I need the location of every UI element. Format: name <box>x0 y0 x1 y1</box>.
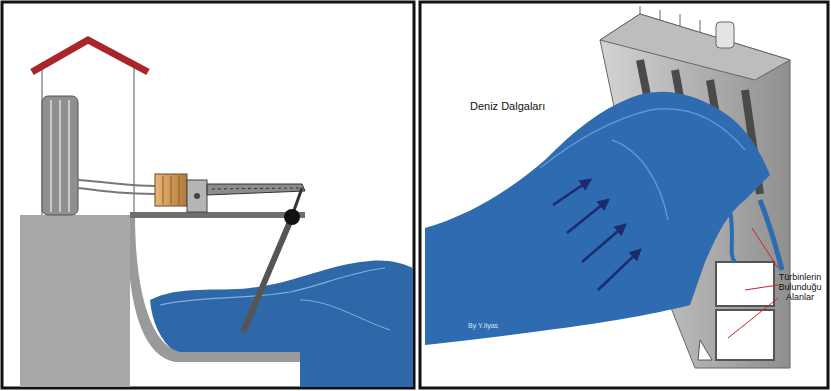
platform <box>130 212 305 218</box>
water-highlight <box>160 268 385 305</box>
panel-frame <box>2 2 414 388</box>
sea-wave <box>425 92 770 345</box>
right-panel <box>420 2 828 388</box>
ground-block <box>20 215 130 387</box>
battery <box>42 96 78 215</box>
cap <box>716 22 734 48</box>
water <box>150 260 413 387</box>
flow-arrows <box>553 180 640 290</box>
leader-lines <box>728 228 778 338</box>
left-panel <box>2 2 414 388</box>
pivot <box>284 209 300 225</box>
annotation-label: Türbinlerin Bulunduğu Alanlar <box>772 273 828 303</box>
watermark: By Y.Ilyas <box>468 322 528 330</box>
generator <box>155 174 207 212</box>
turbine-chamber <box>716 262 774 306</box>
paddle <box>244 217 292 330</box>
annotation-label: Deniz Dalgaları <box>470 100 590 112</box>
cable <box>78 180 156 186</box>
turbine-chamber <box>716 310 774 360</box>
water-highlight <box>300 300 390 330</box>
lever-arm <box>207 184 305 195</box>
house-roof <box>32 40 148 72</box>
cable <box>78 188 156 194</box>
panel-frame <box>420 2 828 388</box>
